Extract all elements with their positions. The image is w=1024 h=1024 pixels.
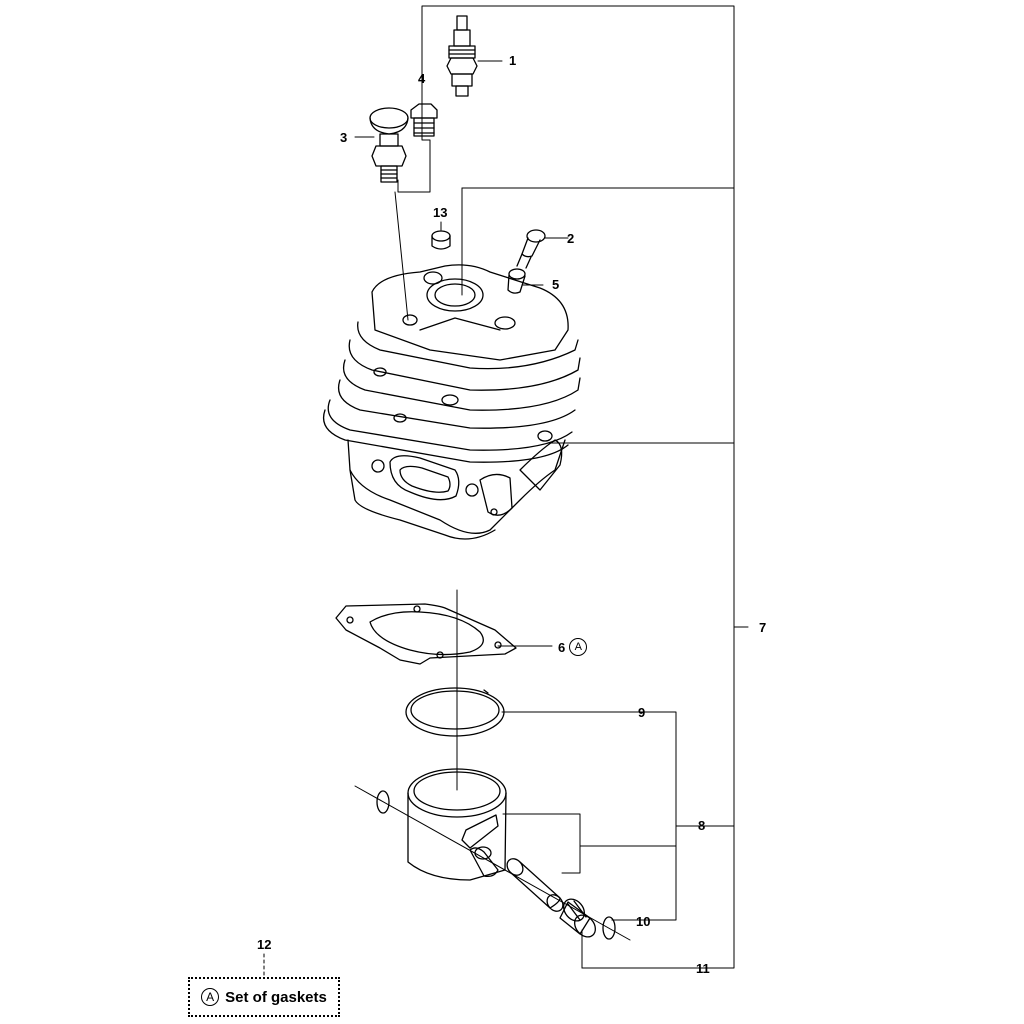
spark-plug bbox=[446, 15, 478, 97]
callout-9: 9 bbox=[638, 705, 646, 720]
callout-10: 10 bbox=[636, 914, 651, 929]
callout-4: 4 bbox=[418, 71, 426, 86]
callout-3: 3 bbox=[340, 130, 348, 145]
plug-screw bbox=[410, 103, 438, 137]
circlip-left bbox=[376, 790, 390, 814]
callout-7: 7 bbox=[759, 620, 767, 635]
callout-2: 2 bbox=[567, 231, 575, 246]
callout-13: 13 bbox=[433, 205, 448, 220]
piston-ring bbox=[405, 687, 505, 737]
cylinder-gasket bbox=[335, 603, 517, 665]
legend-marker: A bbox=[201, 988, 220, 1006]
legend-text: Set of gaskets bbox=[225, 988, 327, 1006]
screw bbox=[516, 229, 546, 269]
decompression-valve bbox=[369, 107, 409, 183]
sleeve bbox=[431, 230, 451, 250]
spacer-sleeve bbox=[507, 268, 526, 294]
callout-12: 12 bbox=[257, 937, 272, 952]
callout-6-number: 6 bbox=[558, 639, 566, 655]
callout-1: 1 bbox=[509, 53, 517, 68]
callout-11: 11 bbox=[696, 961, 710, 976]
piston bbox=[407, 768, 507, 881]
callout-5: 5 bbox=[552, 277, 560, 292]
callout-8: 8 bbox=[698, 818, 706, 833]
cylinder bbox=[322, 264, 581, 540]
legend-box: A Set of gaskets bbox=[188, 977, 340, 1017]
gasket-set-marker: A bbox=[569, 638, 588, 656]
needle-bearing bbox=[559, 898, 596, 938]
circlip-right bbox=[602, 916, 616, 940]
callout-6: 6 A bbox=[558, 638, 588, 656]
piston-pin bbox=[506, 858, 564, 912]
